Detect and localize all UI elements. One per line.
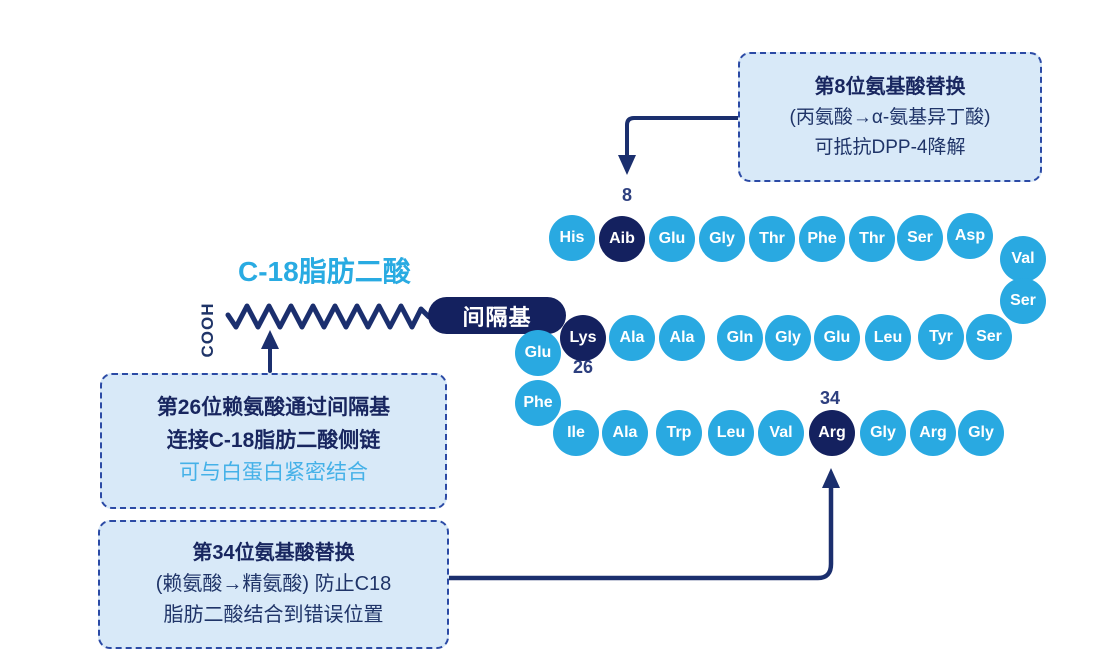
residue-gln: Gln — [717, 315, 763, 361]
arrow-to-position34-head — [822, 468, 840, 488]
residue-phe: Phe — [515, 380, 561, 426]
residue-ala: Ala — [602, 410, 648, 456]
residue-gly: Gly — [958, 410, 1004, 456]
residue-glu: Glu — [649, 216, 695, 262]
annotation-title: 第34位氨基酸替换 — [192, 542, 355, 564]
arrow-to-position8 — [625, 116, 741, 160]
residue-arg: Arg — [910, 410, 956, 456]
residue-ser: Ser — [897, 215, 943, 261]
residue-ser: Ser — [1000, 278, 1046, 324]
residue-his: His — [549, 215, 595, 261]
cooh-label: COOH — [198, 302, 217, 358]
arrow-to-zigzag-head — [261, 330, 279, 349]
residue-glu: Glu — [515, 330, 561, 376]
residue-thr: Thr — [749, 216, 795, 262]
spacer-pill: 间隔基 — [428, 297, 566, 334]
position-label-26: 26 — [572, 357, 594, 377]
residue-trp: Trp — [656, 410, 702, 456]
zigzag-fatty-chain — [225, 303, 432, 330]
c18-fatty-diacid-title: C-18脂肪二酸 — [238, 256, 411, 287]
residue-val: Val — [1000, 236, 1046, 282]
residue-ala: Ala — [609, 315, 655, 361]
annotation-line: 脂肪二酸结合到错误位置 — [163, 604, 384, 626]
arrow-to-position8-head — [618, 155, 636, 175]
position-label-34: 34 — [819, 388, 841, 408]
annotation-box-position8: 第8位氨基酸替换 (丙氨酸→α-氨基异丁酸) 可抵抗DPP-4降解 — [738, 52, 1042, 182]
residue-phe: Phe — [799, 216, 845, 262]
residue-ser: Ser — [966, 314, 1012, 360]
residue-asp: Asp — [947, 213, 993, 259]
annotation-line: 可与白蛋白紧密结合 — [179, 461, 368, 485]
residue-gly: Gly — [699, 216, 745, 262]
residue-lys: Lys — [560, 315, 606, 361]
residue-glu: Glu — [814, 315, 860, 361]
residue-leu: Leu — [865, 315, 911, 361]
annotation-box-position34: 第34位氨基酸替换 (赖氨酸→精氨酸) 防止C18 脂肪二酸结合到错误位置 — [98, 520, 449, 649]
residue-gly: Gly — [765, 315, 811, 361]
residue-tyr: Tyr — [918, 314, 964, 360]
residue-ile: Ile — [553, 410, 599, 456]
residue-thr: Thr — [849, 216, 895, 262]
position-label-8: 8 — [621, 185, 632, 205]
annotation-title: 第26位赖氨酸通过间隔基 — [156, 396, 391, 420]
residue-leu: Leu — [708, 410, 754, 456]
annotation-line: (赖氨酸→精氨酸) 防止C18 — [155, 573, 392, 595]
residue-arg: Arg — [809, 410, 855, 456]
annotation-line: (丙氨酸→α-氨基异丁酸) — [789, 107, 991, 129]
annotation-title: 连接C-18脂肪二酸侧链 — [166, 428, 381, 452]
residue-val: Val — [758, 410, 804, 456]
residue-gly: Gly — [860, 410, 906, 456]
annotation-title: 第8位氨基酸替换 — [814, 76, 966, 99]
residue-aib: Aib — [599, 216, 645, 262]
annotation-line: 可抵抗DPP-4降解 — [814, 136, 966, 158]
arrow-to-position34 — [446, 483, 834, 581]
residue-ala: Ala — [659, 315, 705, 361]
annotation-box-position26: 第26位赖氨酸通过间隔基 连接C-18脂肪二酸侧链 可与白蛋白紧密结合 — [100, 373, 447, 509]
